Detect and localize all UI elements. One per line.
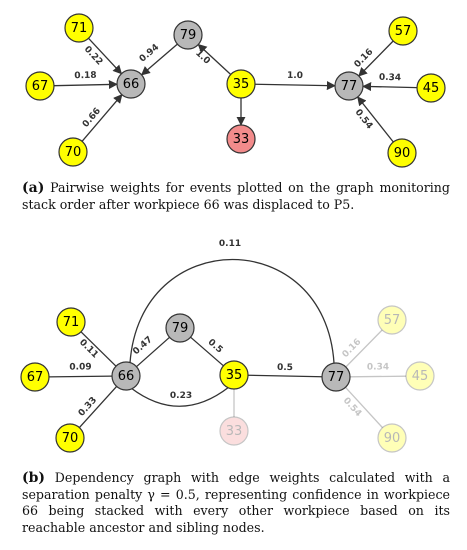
graph-a-weight-57-77: 0.16: [353, 47, 376, 70]
graph-b-weight-90-77: 0.54: [341, 396, 363, 419]
graph-a-edge-35-77: 1.0: [254, 71, 336, 91]
graph-a-edge-79-66: 0.94: [138, 42, 178, 76]
graph-a-weight-90-77: 0.54: [353, 108, 375, 132]
graph-b-edge-67-66: 0.09: [48, 362, 113, 378]
graph-a-graph: 0.22 0.18 0.66 0.94 1.0 1.0 0.160.34 0.54 71 67 70…: [25, 13, 446, 168]
graph-a-weight-35-77: 1.0: [287, 71, 303, 81]
graph-b-node-label-71: 71: [63, 315, 80, 330]
graph-b-weight-67-66: 0.09: [69, 362, 91, 372]
caption-b-tag: (b): [22, 470, 46, 486]
caption-a-text: Pairwise weights for events plotted on t…: [22, 180, 450, 212]
graph-a-node-57: 57: [388, 16, 418, 46]
graph-a-edge-67-66: 0.18: [53, 71, 118, 90]
graph-b-edge-90-77: 0.54: [341, 386, 384, 429]
graph-b-edge-70-66: 0.33: [77, 385, 118, 429]
graph-b-node-67: 67: [20, 362, 50, 392]
graph-a-node-label-70: 70: [65, 145, 82, 160]
graph-a-node-77: 77: [334, 71, 364, 101]
graph-b-node-35: 35: [219, 360, 249, 390]
graph-b-edge-66-77: 0.11: [129, 239, 335, 364]
graph-a-edge-57-77: 0.16: [353, 40, 394, 77]
graph-b-weight-45-77: 0.34: [367, 362, 389, 372]
graph-b-edge-66-79: 0.47: [131, 335, 170, 368]
graph-b-weight-70-66: 0.33: [77, 395, 99, 418]
graph-b-node-66: 66: [111, 361, 141, 391]
graph-a-node-label-57: 57: [395, 24, 412, 39]
graph-a-node-label-79: 79: [180, 28, 197, 43]
graph-b-node-33: 33: [219, 416, 249, 446]
graph-a-node-label-71: 71: [71, 21, 88, 36]
graph-b-weight-57-77: 0.16: [341, 337, 364, 360]
graph-a-node-label-33: 33: [233, 132, 250, 147]
graph-a-node-label-90: 90: [394, 146, 411, 161]
graph-a-weight-67-66: 0.18: [74, 71, 96, 81]
graph-b-node-label-79: 79: [172, 321, 189, 336]
graph-a-node-71: 71: [64, 13, 94, 43]
graph-a-edge-35-79: 1.0: [193, 43, 232, 75]
graph-b-edge-35-77: 0.5: [247, 363, 323, 378]
graph-a-node-67: 67: [25, 71, 55, 101]
graph-a-node-90: 90: [387, 138, 417, 168]
graph-b-weight-66-77: 0.11: [219, 239, 241, 249]
graph-b-node-label-66: 66: [118, 369, 135, 384]
graph-b-node-70: 70: [55, 423, 85, 453]
graph-a-edge-70-66: 0.66: [81, 93, 123, 142]
graph-b-node-label-57: 57: [384, 313, 401, 328]
graph-b-node-71: 71: [56, 307, 86, 337]
graph-b-edge-66-35: 0.23: [130, 386, 230, 407]
graph-b-node-label-45: 45: [412, 369, 429, 384]
graph-a-node-79: 79: [173, 20, 203, 50]
graph-a-node-label-35: 35: [233, 77, 250, 92]
graph-b-node-90: 90: [377, 423, 407, 453]
graph-a-edge-90-77: 0.54: [353, 96, 394, 143]
graph-b-weight-71-66: 0.11: [77, 338, 100, 361]
graph-a-node-70: 70: [58, 137, 88, 167]
graph-a-edge-71-66: 0.22: [82, 37, 123, 75]
graph-b-edge-71-66: 0.11: [77, 331, 117, 367]
graph-a-edge-45-77: 0.34: [362, 73, 418, 92]
graph-b-node-label-67: 67: [27, 370, 44, 385]
graph-b-node-label-77: 77: [328, 370, 345, 385]
graph-a-node-label-66: 66: [123, 77, 140, 92]
graph-b-node-57: 57: [377, 305, 407, 335]
caption-a: (a) Pairwise weights for events plotted …: [22, 180, 450, 213]
graph-a-node-33: 33: [226, 124, 256, 154]
graph-b-weight-66-35: 0.23: [170, 391, 192, 401]
graph-b-node-label-70: 70: [62, 431, 79, 446]
graph-b-node-77: 77: [321, 362, 351, 392]
caption-b: (b) Dependency graph with edge weights c…: [22, 470, 450, 536]
graph-a-node-66: 66: [116, 69, 146, 99]
graph-a-weight-70-66: 0.66: [81, 106, 103, 129]
graph-a-node-label-67: 67: [32, 79, 49, 94]
graph-b-node-45: 45: [405, 361, 435, 391]
graph-a-node-label-77: 77: [341, 79, 358, 94]
graph-b-edge-57-77: 0.16: [341, 329, 383, 368]
caption-b-text: Dependency graph with edge weights calcu…: [22, 470, 450, 535]
graph-a-weight-35-79: 1.0: [193, 48, 212, 66]
graph-b-node-label-35: 35: [226, 368, 243, 383]
graph-b-edge-45-77: 0.34: [349, 362, 407, 378]
graph-a-node-35: 35: [226, 69, 256, 99]
graph-b-node-label-33: 33: [226, 424, 243, 439]
graph-b-weight-35-77: 0.5: [277, 363, 293, 373]
graph-b-node-label-90: 90: [384, 431, 401, 446]
graph-a-node-45: 45: [416, 73, 446, 103]
graph-a-weight-45-77: 0.34: [379, 73, 401, 84]
graph-b-edge-79-35: 0.5: [190, 336, 224, 367]
graph-a-weight-71-66: 0.22: [82, 44, 104, 67]
caption-a-tag: (a): [22, 180, 45, 196]
graph-b-node-79: 79: [165, 313, 195, 343]
graph-a-node-label-45: 45: [423, 81, 440, 96]
